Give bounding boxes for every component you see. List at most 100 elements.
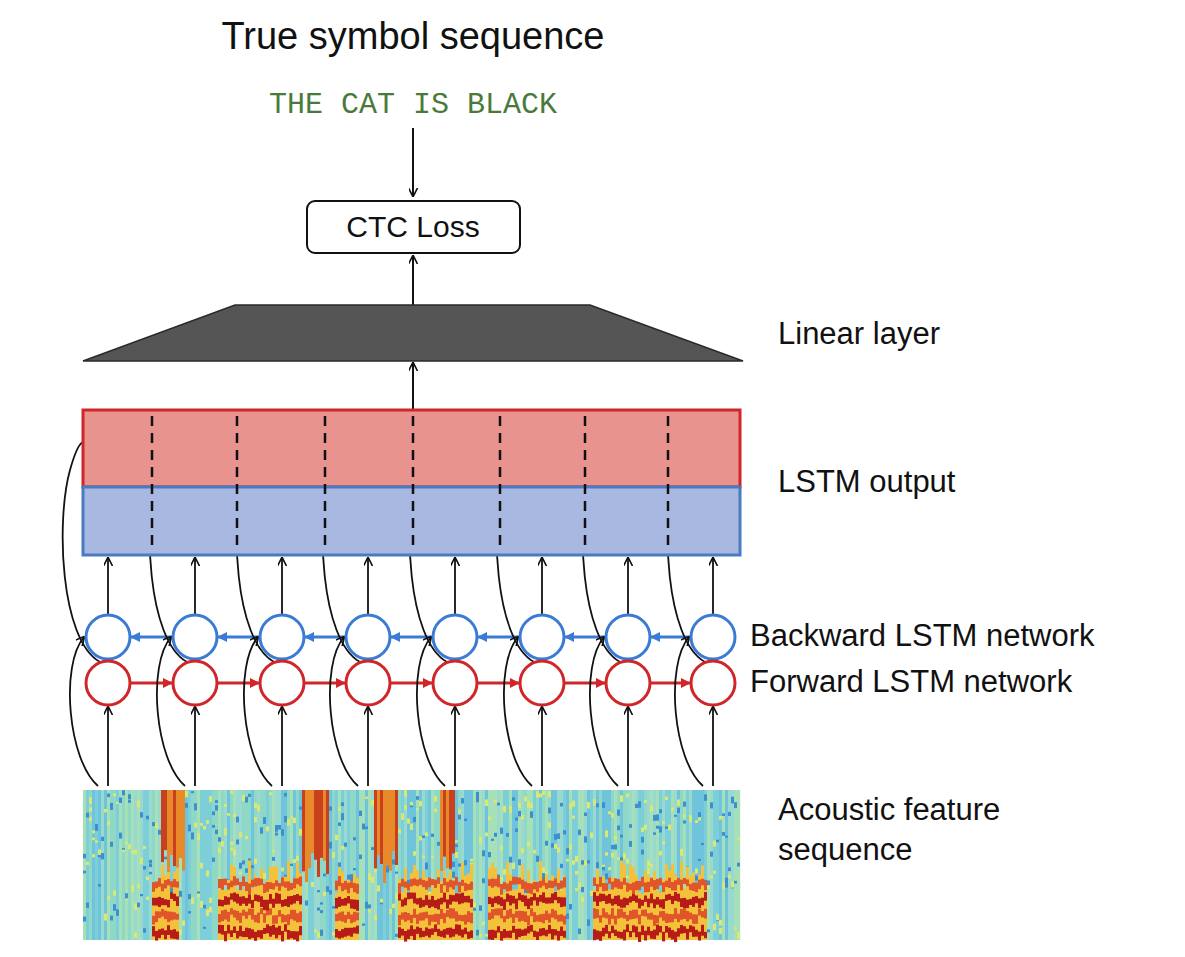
spectrogram-column <box>329 790 332 940</box>
spectrogram-energy <box>353 874 356 940</box>
spectrogram-speck <box>554 834 557 840</box>
spectrogram-speck <box>614 844 617 849</box>
spectrogram-formant <box>452 895 455 901</box>
spectrogram-speck <box>542 867 545 872</box>
spectrogram-column <box>272 790 275 940</box>
spectrogram-speck <box>668 825 671 831</box>
spectrogram-speck <box>299 807 302 810</box>
spectrogram-formant <box>470 899 473 907</box>
spectrogram-energy <box>497 879 500 940</box>
spectrogram-formant <box>419 898 422 908</box>
spectrogram-speck <box>149 872 152 874</box>
spectrogram-speck <box>731 797 734 804</box>
spectrogram-formant <box>671 914 674 922</box>
spectrogram-formant <box>293 878 296 888</box>
spectrogram-formant <box>164 930 167 939</box>
spectrogram-formant <box>458 925 461 936</box>
spectrogram-fricative <box>440 790 443 871</box>
spectrogram-formant <box>605 912 608 918</box>
spectrogram-speck <box>263 817 266 824</box>
spectrogram-formant <box>518 878 521 885</box>
spectrogram-formant <box>404 912 407 922</box>
spectrogram-formant <box>698 932 701 941</box>
spectrogram-formant <box>236 894 239 904</box>
spectrogram-formant <box>161 884 164 892</box>
shape-outline <box>83 305 743 361</box>
spectrogram-formant <box>422 880 425 887</box>
spectrogram-speck <box>101 853 104 859</box>
backward-cell <box>173 615 217 659</box>
spectrogram-column <box>365 790 368 940</box>
spectrogram-formant <box>422 931 425 937</box>
spectrogram-column <box>311 790 314 940</box>
spectrogram-energy <box>245 887 248 940</box>
spectrogram-formant <box>689 925 692 932</box>
spectrogram-formant <box>695 883 698 893</box>
spectrogram-speck <box>377 885 380 891</box>
spectrogram-speck <box>110 916 113 921</box>
spectrogram-formant <box>155 931 158 941</box>
spectrogram-speck <box>596 803 599 807</box>
spectrogram-speck <box>542 873 545 879</box>
spectrogram-column <box>665 790 668 940</box>
spectrogram-speck <box>245 797 248 803</box>
spectrogram-formant <box>665 926 668 933</box>
spectrogram-speck <box>341 846 344 850</box>
spectrogram-speck <box>719 816 722 820</box>
spectrogram-formant <box>275 928 278 939</box>
spectrogram-energy <box>428 894 431 940</box>
spectrogram-fricative <box>305 790 308 882</box>
spectrogram-column <box>149 790 152 940</box>
connector-arrow <box>412 256 414 305</box>
spectrogram-speck <box>335 835 338 840</box>
spectrogram-formant <box>629 896 632 902</box>
spectrogram-speck <box>455 840 458 842</box>
spectrogram-speck <box>116 910 119 916</box>
spectrogram-column <box>398 790 401 940</box>
spectrogram-column <box>437 790 440 940</box>
spectrogram-formant <box>293 895 296 903</box>
spectrogram-column <box>341 790 344 940</box>
spectrogram-formant <box>254 878 257 886</box>
spectrogram-speck <box>491 839 494 841</box>
spectrogram-speck <box>728 867 731 871</box>
spectrogram-formant <box>254 894 257 901</box>
spectrogram-column <box>584 790 587 940</box>
spectrogram-formant <box>350 899 353 908</box>
spectrogram-column <box>623 790 626 940</box>
spectrogram-formant <box>530 908 533 916</box>
spectrogram-speck <box>656 826 659 829</box>
spectrogram-speck <box>179 891 182 897</box>
spectrogram-speck <box>584 813 587 816</box>
spectrogram-column <box>695 790 698 940</box>
spectrogram-formant <box>341 912 344 922</box>
spectrogram-column <box>245 790 248 940</box>
spectrogram-formant <box>338 931 341 939</box>
spectrogram-speck <box>200 901 203 908</box>
spectrogram-formant <box>218 899 221 906</box>
spectrogram-formant <box>221 925 224 935</box>
spectrogram-energy <box>335 893 338 940</box>
backward-cell <box>691 615 735 659</box>
spectrogram-formant <box>443 878 446 885</box>
spectrogram-speck <box>512 797 515 800</box>
spectrogram-formant <box>704 880 707 890</box>
spectrogram-energy <box>434 885 437 940</box>
spectrogram-formant <box>593 892 596 901</box>
spectrogram-column <box>332 790 335 940</box>
spectrogram-speck <box>128 844 131 849</box>
spectrogram-speck <box>413 817 416 822</box>
spectrogram-column <box>302 790 305 940</box>
spectrogram-formant <box>164 880 167 888</box>
spectrogram-column <box>521 790 524 940</box>
spectrogram-formant <box>554 911 557 920</box>
spectrogram-speck <box>89 797 92 804</box>
spectrogram-formant <box>449 928 452 938</box>
spectrogram-speck <box>707 929 710 932</box>
output-arrow <box>712 558 714 615</box>
spectrogram-energy <box>599 885 602 940</box>
spectrogram-speck <box>665 826 668 828</box>
spectrogram-formant <box>686 911 689 921</box>
spectrogram-formant <box>452 908 455 918</box>
spectrogram-formant <box>491 909 494 918</box>
